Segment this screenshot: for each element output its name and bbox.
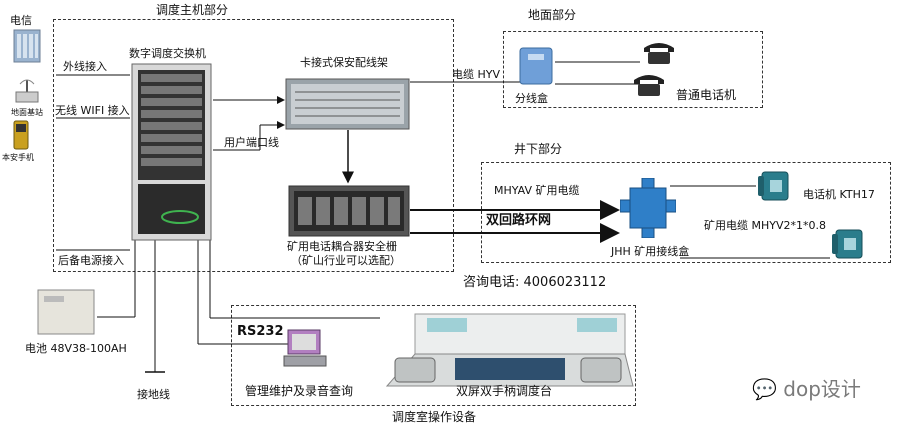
mhyv-cable-label: 矿用电缆 MHYV2*1*0.8	[704, 219, 826, 232]
junction-box-label: 分线盒	[515, 92, 548, 105]
kth-phone-label: 电话机 KTH17	[803, 188, 875, 201]
console-room-title: 调度室操作设备	[392, 410, 477, 424]
distribution-frame	[285, 78, 410, 130]
base-station-label: 地面基站	[11, 108, 43, 117]
ground-region	[503, 31, 763, 108]
mhyav-cable-label: MHYAV 矿用电缆	[494, 184, 580, 197]
switch-label: 数字调度交换机	[129, 47, 206, 60]
underground-title: 井下部分	[514, 142, 563, 156]
computer-icon	[282, 328, 328, 368]
consult-phone: 咨询电话: 4006023112	[463, 275, 607, 290]
chat-icon: 💬	[752, 377, 777, 401]
kth-phone-icon-1	[756, 168, 792, 202]
ground-title: 地面部分	[528, 8, 577, 22]
junction-box-icon	[518, 46, 554, 86]
safety-phone-label: 本安手机	[2, 153, 34, 162]
telecom-server-icon	[12, 28, 42, 64]
hyv-cable-label: 电缆 HYV	[452, 68, 501, 81]
dispatch-host-region	[53, 19, 454, 272]
coupler-device	[288, 185, 410, 237]
dual-loop-label: 双回路环网	[486, 213, 552, 228]
battery-icon	[36, 288, 96, 336]
outside-line-label: 外线接入	[63, 60, 107, 73]
wifi-label: 无线 WIFI 接入	[55, 104, 130, 117]
coupler-label-2: （矿山行业可以选配）	[291, 254, 401, 267]
watermark-text: dop设计	[783, 377, 861, 401]
dispatch-desk	[385, 312, 635, 388]
ground-wire-label: 接地线	[137, 388, 170, 401]
desk-label: 双屏双手柄调度台	[456, 384, 553, 398]
phone-icon-2	[630, 70, 668, 98]
dispatch-host-title: 调度主机部分	[156, 3, 229, 17]
kth-phone-icon-2	[830, 226, 866, 260]
maintenance-label: 管理维护及录音查询	[245, 384, 354, 398]
watermark-logo: 💬 dop设计	[752, 373, 861, 402]
telecom-label: 电信	[10, 14, 32, 27]
jhh-junction-label: JHH 矿用接线盒	[611, 245, 690, 258]
phone-icon-1	[640, 38, 678, 66]
ordinary-phone-label: 普通电话机	[676, 88, 737, 102]
user-port-label: 用户端口线	[224, 136, 279, 149]
underground-region	[481, 162, 891, 263]
battery-label: 电池 48V38-100AH	[25, 342, 127, 355]
coupler-label-1: 矿用电话耦合器安全栅	[287, 240, 397, 253]
backup-power-label: 后备电源接入	[58, 254, 124, 267]
switch-rack	[130, 62, 213, 242]
ex-junction-box-icon	[619, 177, 677, 239]
distribution-frame-label: 卡接式保安配线架	[300, 56, 388, 69]
safety-phone-icon	[12, 120, 30, 150]
console-region	[231, 305, 636, 406]
base-station-icon	[12, 78, 42, 106]
rs232-label: RS232	[237, 324, 284, 339]
